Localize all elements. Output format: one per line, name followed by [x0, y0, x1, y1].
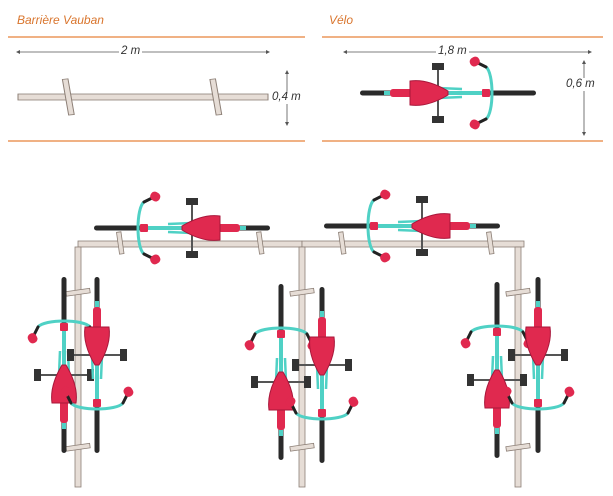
figure-title-barrier: Barrière Vauban: [17, 13, 104, 27]
bike-vertical-left-1: [24, 275, 104, 455]
barrier-vertical-center: [289, 246, 315, 488]
bike-horizontal-left: [92, 188, 272, 268]
barrier-top-right: [301, 231, 525, 255]
bike-vertical-right-1: [457, 280, 537, 460]
bike-vertical-left-2: [57, 275, 137, 455]
bike-vertical-middle-1: [241, 282, 321, 462]
bike-vertical-middle-2: [282, 285, 362, 465]
bike-width-label: 1,8 m: [436, 45, 469, 58]
barrier-width-label: 2 m: [119, 45, 143, 58]
barrier-height-label: 0,4 m: [270, 91, 303, 104]
barrier-legend-icon: [17, 78, 269, 116]
barrier-vertical-right: [505, 246, 531, 488]
bike-legend-icon: [358, 53, 538, 133]
bike-height-label: 0,6 m: [564, 78, 597, 91]
bike-horizontal-right: [322, 186, 502, 266]
figure-title-bike: Vélo: [329, 13, 354, 27]
barrier-top-left: [77, 231, 303, 255]
bike-vertical-right-2: [498, 275, 578, 455]
